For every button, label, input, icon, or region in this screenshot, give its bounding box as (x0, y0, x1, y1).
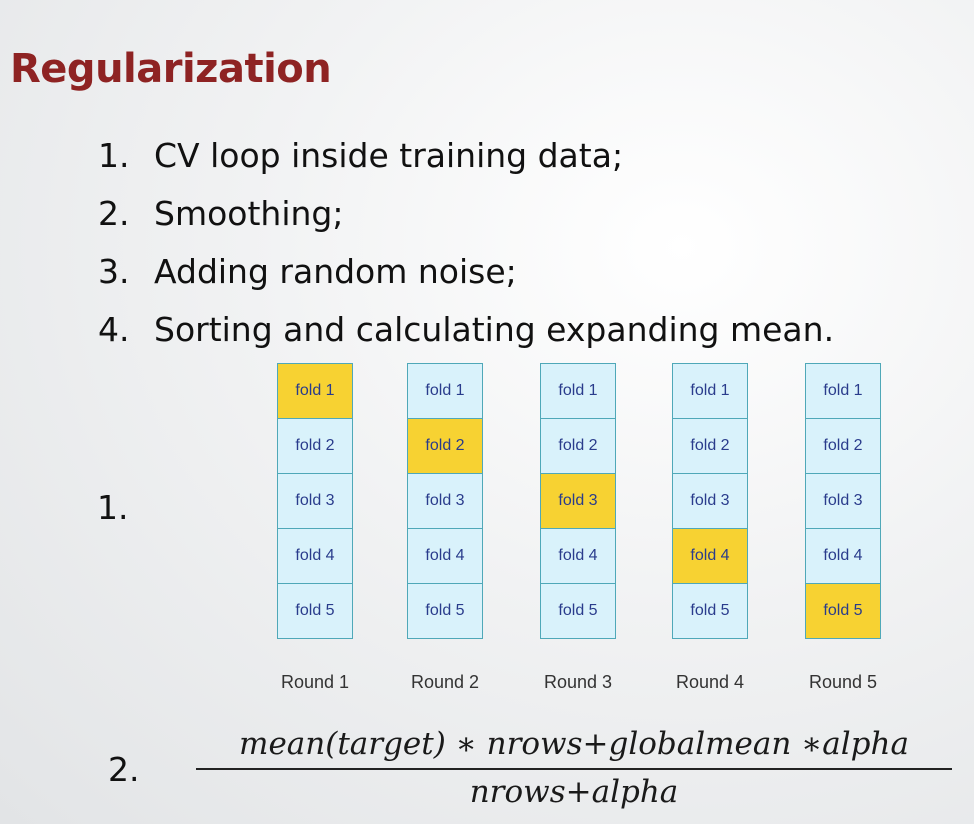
fold-cell: fold 5 (277, 583, 353, 639)
list-number: 3. (98, 251, 130, 291)
list-item: 4. Sorting and calculating expanding mean… (98, 300, 834, 358)
formula-denominator: nrows+alpha (469, 774, 679, 810)
round-label: Round 4 (675, 672, 745, 692)
regularization-list: 1. CV loop inside training data; 2. Smooth… (98, 126, 834, 358)
fold-cell: fold 4 (540, 528, 616, 584)
fold-cell: fold 2 (277, 418, 353, 474)
fold-cell: fold 1 (540, 363, 616, 419)
fold-cell: fold 3 (407, 473, 483, 529)
fold-cell-validation: fold 4 (672, 528, 748, 584)
fold-cell-validation: fold 3 (540, 473, 616, 529)
list-text: Adding random noise; (154, 251, 517, 291)
list-text: Smoothing; (154, 193, 344, 233)
fold-cell: fold 1 (672, 363, 748, 419)
round-label: Round 5 (808, 672, 878, 692)
list-item: 3. Adding random noise; (98, 242, 834, 300)
list-number: 4. (98, 309, 130, 349)
smoothing-formula: mean(target) ∗ nrows+globalmean ∗alpha n… (196, 726, 952, 810)
round-label: Round 2 (410, 672, 480, 692)
fold-cell: fold 2 (540, 418, 616, 474)
fold-cell: fold 2 (805, 418, 881, 474)
slide-title: Regularization (10, 46, 332, 92)
fold-cell: fold 4 (277, 528, 353, 584)
diagram-number-label: 1. (97, 488, 129, 527)
formula-numerator: mean(target) ∗ nrows+globalmean ∗alpha (196, 726, 952, 770)
list-item: 2. Smoothing; (98, 184, 834, 242)
fold-cell: fold 3 (672, 473, 748, 529)
round-label: Round 3 (543, 672, 613, 692)
fold-cell-validation: fold 2 (407, 418, 483, 474)
fold-cell: fold 3 (805, 473, 881, 529)
fold-cell: fold 1 (407, 363, 483, 419)
formula-number-label: 2. (108, 750, 140, 789)
list-text: CV loop inside training data; (154, 135, 624, 175)
fold-cell-validation: fold 5 (805, 583, 881, 639)
fold-cell: fold 2 (672, 418, 748, 474)
list-number: 2. (98, 193, 130, 233)
fold-cell: fold 3 (277, 473, 353, 529)
fold-cell: fold 5 (672, 583, 748, 639)
fold-cell: fold 5 (540, 583, 616, 639)
round-label: Round 1 (280, 672, 350, 692)
fold-cell: fold 1 (805, 363, 881, 419)
list-text: Sorting and calculating expanding mean. (154, 309, 835, 349)
fold-cell: fold 4 (407, 528, 483, 584)
fold-cell: fold 5 (407, 583, 483, 639)
fold-cell: fold 4 (805, 528, 881, 584)
list-number: 1. (98, 135, 130, 175)
list-item: 1. CV loop inside training data; (98, 126, 834, 184)
fold-cell-validation: fold 1 (277, 363, 353, 419)
